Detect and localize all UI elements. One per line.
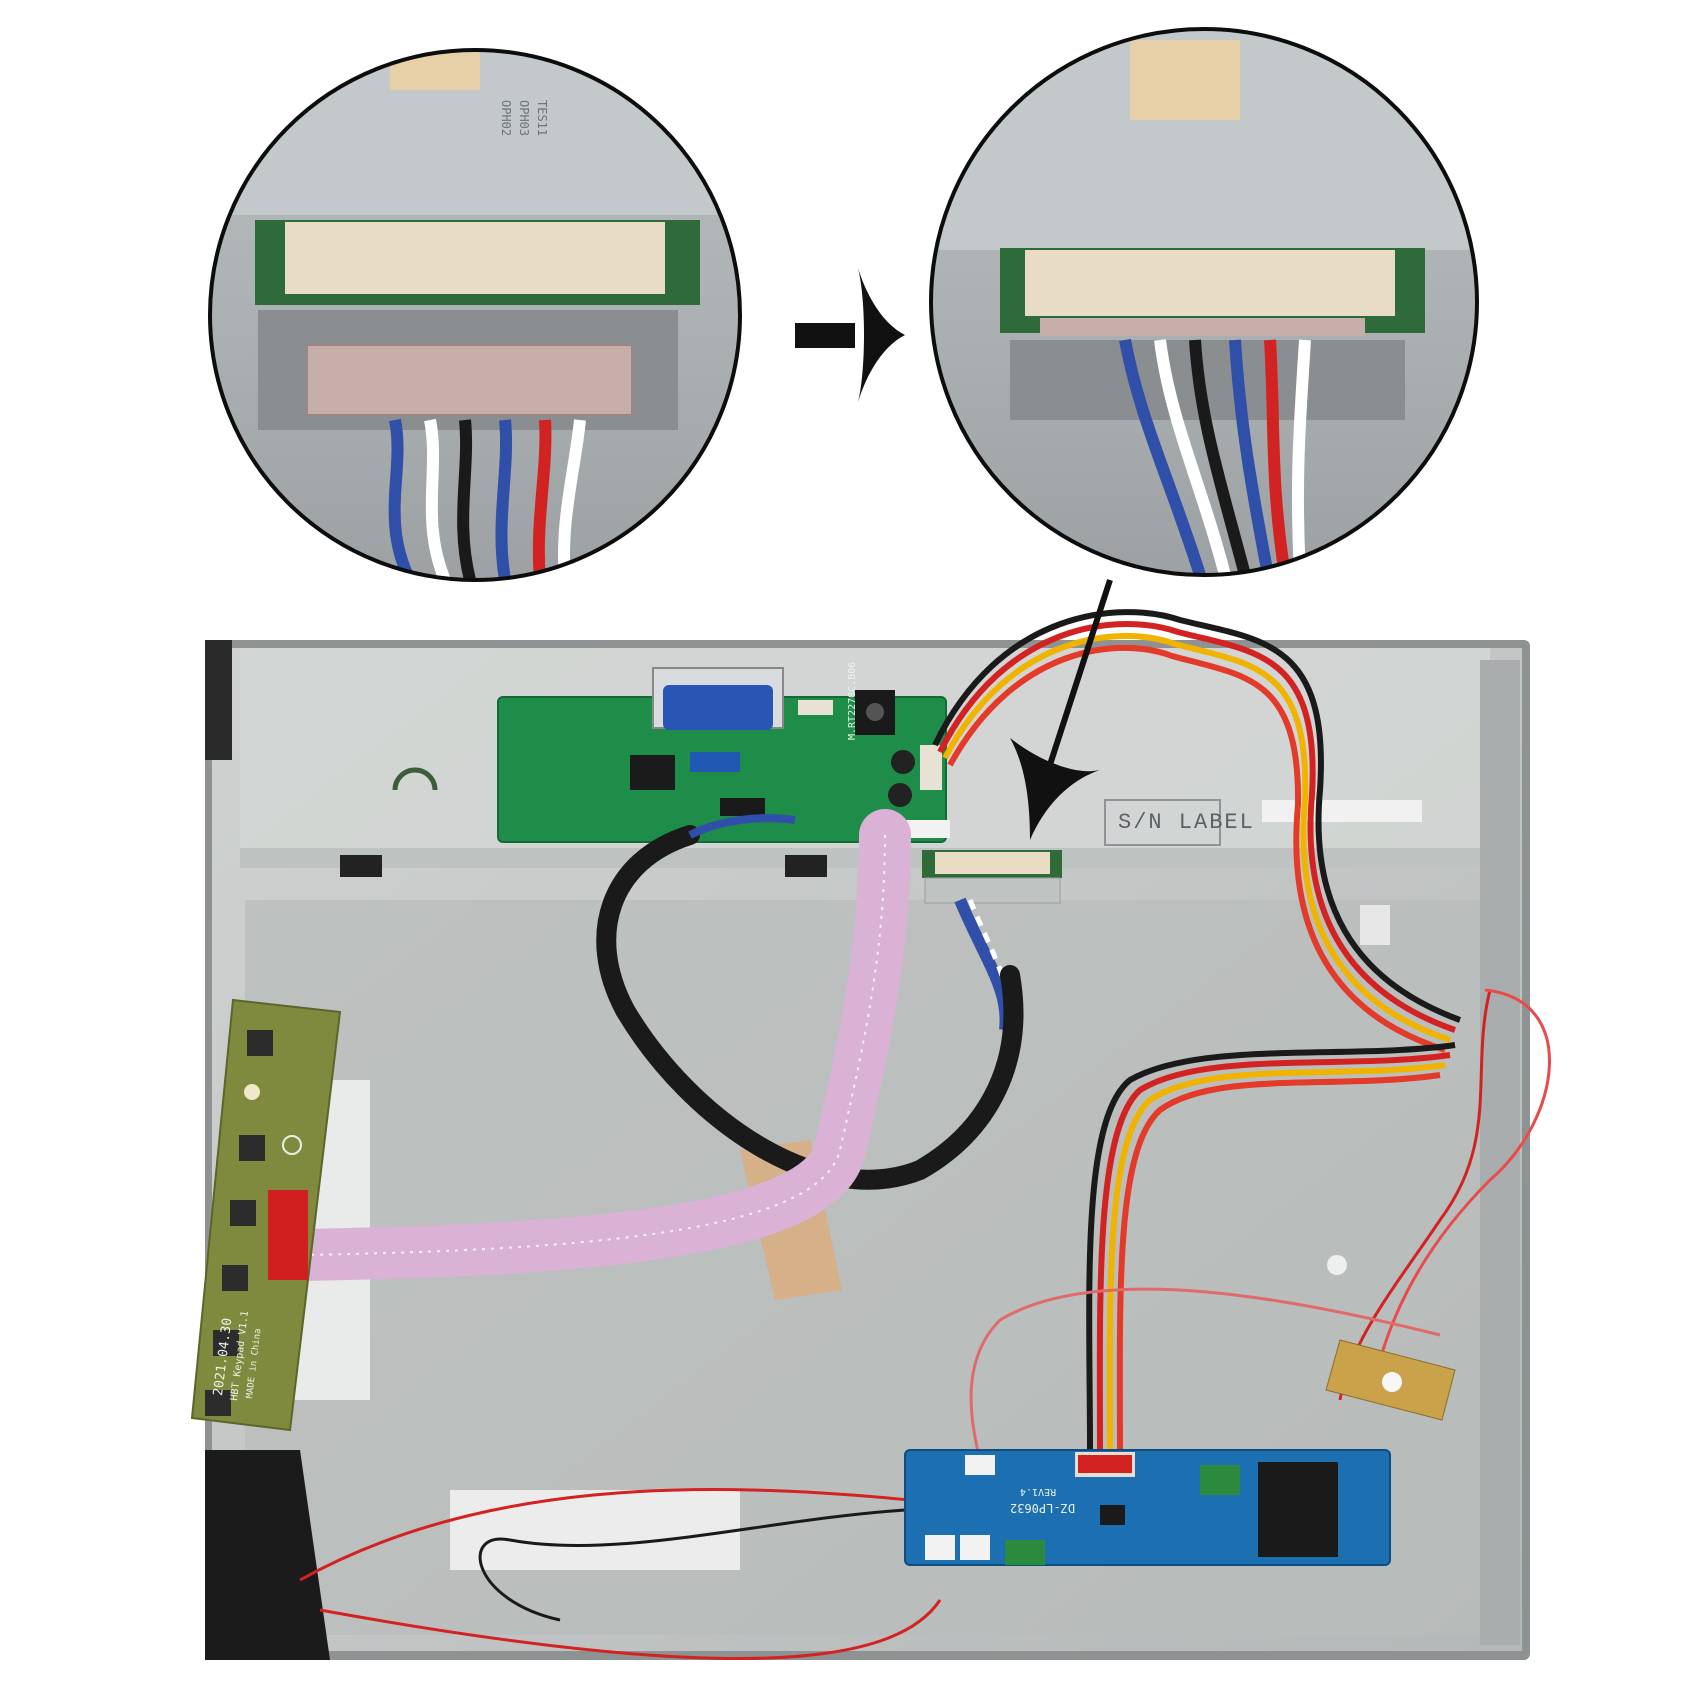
driver-board — [497, 667, 950, 843]
arrow-right-icon — [795, 268, 905, 402]
keypad-board — [190, 998, 342, 1432]
inverter-rev-text: REV1.4 — [1020, 1486, 1057, 1497]
lvds-silk-text-1: TES11 — [535, 100, 549, 137]
keypad-ribbon-cable — [274, 809, 911, 1281]
inverter-model-text: DZ-LP0632 — [1010, 1501, 1076, 1515]
inverter-board — [904, 1449, 1391, 1566]
lvds-silk-text-3: OPH02 — [499, 100, 513, 137]
led-board — [1325, 1339, 1456, 1421]
inverter-power-cable — [932, 609, 1462, 1451]
sn-label-text: S/N LABEL — [1118, 810, 1255, 835]
lvds-twisted-cable — [596, 814, 1024, 1190]
zoom-circle-after — [929, 27, 1479, 577]
backlight-thin-wires — [299, 988, 1551, 1661]
driver-board-model-text: M.RT2270C.B06 — [847, 661, 858, 740]
zoom-circle-before — [208, 48, 742, 582]
panel-lvds-connector — [922, 850, 1062, 904]
lvds-silk-text-2: OPH03 — [517, 100, 531, 137]
arrow-pointer-icon — [1010, 579, 1113, 840]
